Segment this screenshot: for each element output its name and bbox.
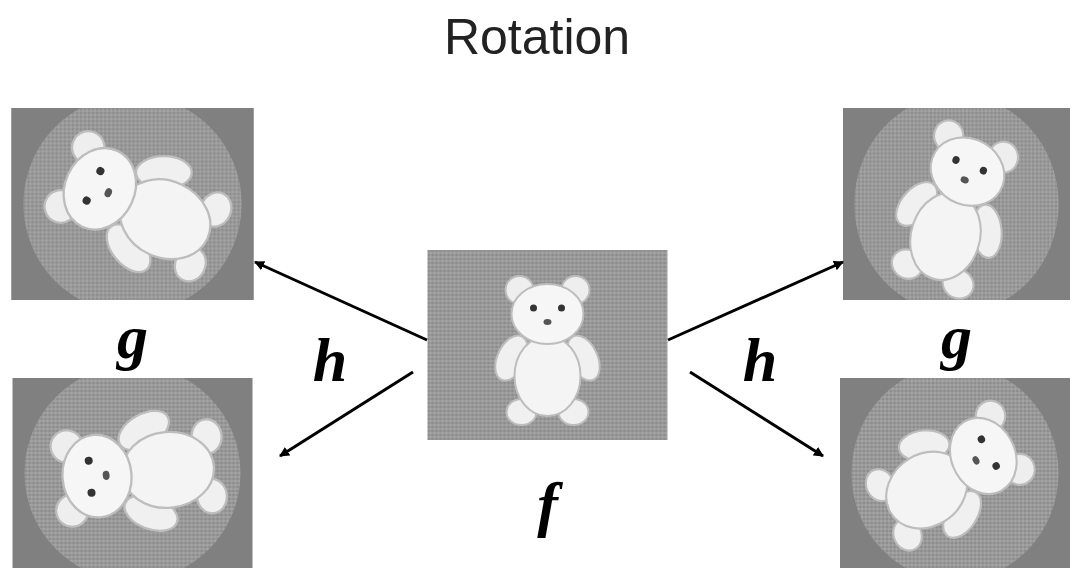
image-label: f	[537, 469, 558, 539]
image-label: g	[117, 302, 148, 372]
diagram-title: Rotation	[0, 8, 1074, 66]
image-panel: g	[843, 108, 1070, 378]
transform-label: h	[313, 325, 347, 395]
image-panel: g	[10, 108, 255, 378]
image-label: g	[941, 302, 972, 372]
image-panel: f	[427, 250, 668, 545]
transform-label: h	[743, 325, 777, 395]
